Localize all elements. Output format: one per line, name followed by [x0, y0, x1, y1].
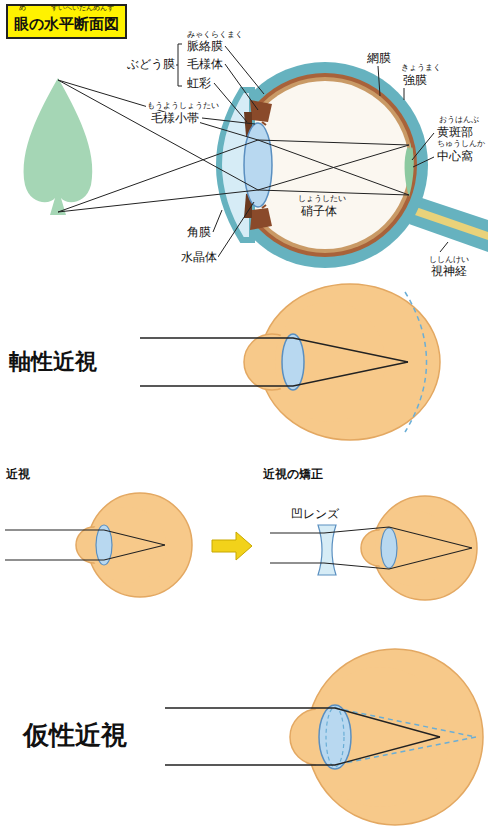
part-name: 中心窩 — [436, 150, 474, 163]
part-name: 黄斑部 — [436, 126, 474, 139]
furigana: しょうしたい — [297, 195, 347, 203]
title-text: 眼の水平断面図 — [14, 15, 119, 34]
lens — [319, 705, 351, 769]
part-name: 毛様小帯 — [150, 112, 200, 125]
furigana: おうはんぶ — [438, 116, 480, 124]
group-name: ぶどう膜 — [126, 58, 176, 71]
part-name: 強膜 — [402, 74, 428, 87]
part-name: 毛様体 — [186, 58, 224, 71]
part-name: 虹彩 — [186, 77, 212, 90]
furigana: きょうまく — [400, 64, 442, 72]
crystalline-lens — [244, 123, 272, 207]
light-rays — [58, 80, 409, 212]
leaf-object — [24, 78, 93, 215]
section-title: 近視 — [5, 468, 31, 481]
retina — [237, 77, 413, 253]
part-name: 硝子体 — [300, 205, 338, 218]
optic-nerve — [409, 198, 488, 252]
retinal-image — [405, 142, 414, 197]
eyeball — [373, 496, 477, 600]
furigana: ししんけい — [428, 256, 470, 264]
part-name: 凹レンズ — [290, 508, 340, 521]
furigana: すいへいだんめんず — [44, 5, 121, 12]
choroid — [233, 73, 417, 257]
part-name: 網膜 — [366, 52, 392, 65]
part-name: 脈絡膜 — [186, 40, 224, 53]
arrow-symbol — [212, 532, 252, 560]
part-name: 水晶体 — [180, 251, 218, 264]
optic-nerve-core — [412, 207, 488, 240]
part-name: 視神経 — [430, 265, 468, 278]
furigana: みゃくらくまく — [186, 31, 244, 39]
eyeball — [88, 493, 192, 597]
section-title: 軸性近視 — [8, 350, 98, 373]
section-title: 仮性近視 — [22, 722, 128, 749]
furigana: ちゅうしんか — [436, 140, 486, 148]
leader-lines — [175, 44, 448, 257]
furigana: め — [14, 5, 31, 12]
normal-retina-dashed — [405, 292, 427, 432]
vitreous-body — [241, 81, 409, 249]
part-name: 角膜 — [186, 226, 212, 239]
section-title: 近視の矯正 — [262, 468, 324, 481]
furigana: もうようしょうたい — [146, 102, 220, 110]
eyeball — [260, 284, 440, 440]
ciliary-body — [250, 208, 272, 230]
normal-focus-dashed — [335, 708, 476, 765]
lens — [381, 528, 397, 568]
lens — [282, 334, 304, 390]
eyeball — [307, 649, 483, 825]
